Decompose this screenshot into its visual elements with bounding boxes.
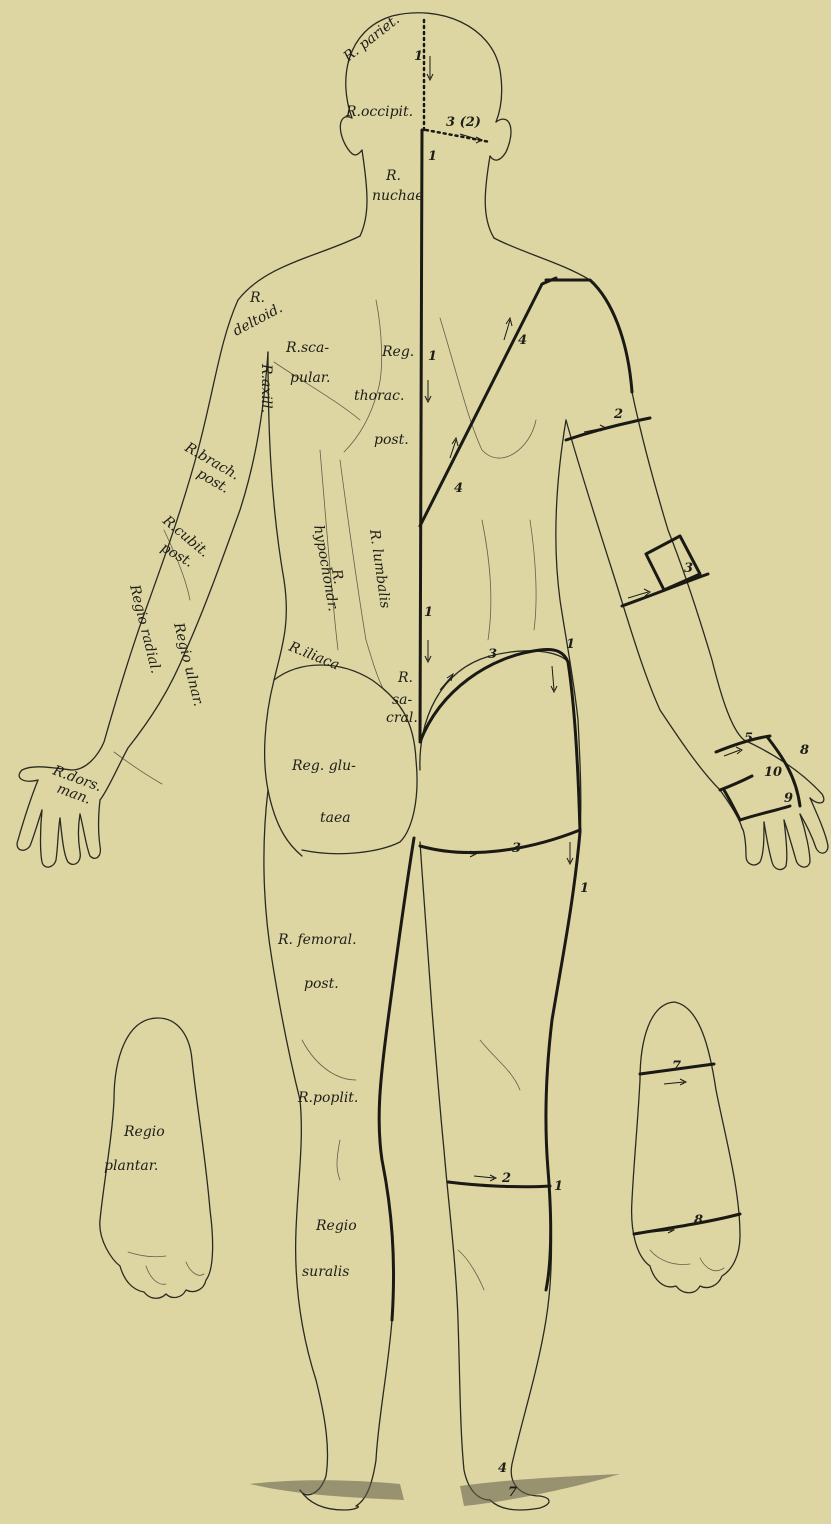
num-foot-8: 8 [694,1213,703,1228]
num-thigh-3: 3 [512,841,521,856]
num-ankle-7: 7 [508,1485,517,1500]
label-r-pariet: R. pariet. [340,12,403,66]
num-arm-2: 2 [613,407,623,422]
label-r-poplit: R.poplit. [297,1090,358,1106]
label-regio-plantar-b: plantar. [104,1158,158,1174]
num-spine-1b: 1 [424,605,433,620]
label-reg-thorac-a: Reg. [381,344,414,360]
num-thigh-1: 1 [580,881,589,896]
label-reg-thorac-c: post. [374,432,409,448]
region-boundaries [114,300,536,1290]
num-hip-3: 3 [488,647,497,662]
num-forearm-3: 3 [684,561,693,576]
direction-arrows [425,56,742,1233]
label-r-occipit: R.occipit. [345,104,413,120]
num-hand-9: 9 [784,791,793,806]
num-head-1: 1 [414,49,423,64]
right-sole-outline [632,1002,740,1293]
label-r-femoral-b: post. [304,976,339,992]
num-foot-7: 7 [672,1059,681,1074]
label-r-nuchae-r: R. [385,168,401,184]
label-r-femoral-a: R. femoral. [277,932,357,948]
label-r-sacral-c: cral. [386,710,418,726]
label-r-nuchae: nuchae [372,188,424,204]
num-hand-10: 10 [764,765,782,780]
num-hip-1: 1 [566,637,575,652]
label-regio-suralis-b: suralis [302,1264,349,1280]
num-knee-1: 1 [554,1179,563,1194]
label-r-deltoid-r: R. [249,290,265,306]
label-r-lumbalis: R. lumbalis [366,527,393,609]
label-r-iliaca: R.iliaca [286,638,342,673]
num-wrist-5: 5 [744,731,753,746]
label-regio-ulnar: Regio ulnar. [170,620,206,708]
label-r-sacral-a: R. [397,670,413,686]
num-shoulder-4b: 4 [454,481,463,496]
label-r-scapular-b: pular. [290,370,330,386]
label-r-scapular-a: R.sca- [285,340,329,356]
num-shoulder-4a: 4 [518,333,527,348]
label-regio-plantar-a: Regio [123,1124,165,1140]
label-reg-glutaea-b: taea [320,810,351,826]
num-knee-2: 2 [501,1171,511,1186]
label-reg-thorac-b: thorac. [354,388,404,404]
num-hand-8: 8 [800,743,809,758]
label-regio-radial: Regio radial. [126,582,164,675]
num-neck-1: 1 [428,149,437,164]
num-ankle-4: 4 [498,1461,507,1476]
num-spine-1a: 1 [428,349,437,364]
label-r-sacral-b: sa- [392,692,413,708]
label-r-hypochondr-b: hypochondr. [310,524,341,613]
label-r-deltoid: deltoid. [230,300,285,339]
label-reg-glutaea-a: Reg. glu- [291,758,356,774]
incision-numbers: 1 3 (2) 1 1 1 4 4 2 3 5 8 10 9 3 1 3 1 2… [414,49,809,1500]
num-head-3: 3 (2) [446,115,481,130]
label-r-axill: R.axill. [258,363,274,413]
label-regio-suralis-a: Regio [315,1218,357,1234]
